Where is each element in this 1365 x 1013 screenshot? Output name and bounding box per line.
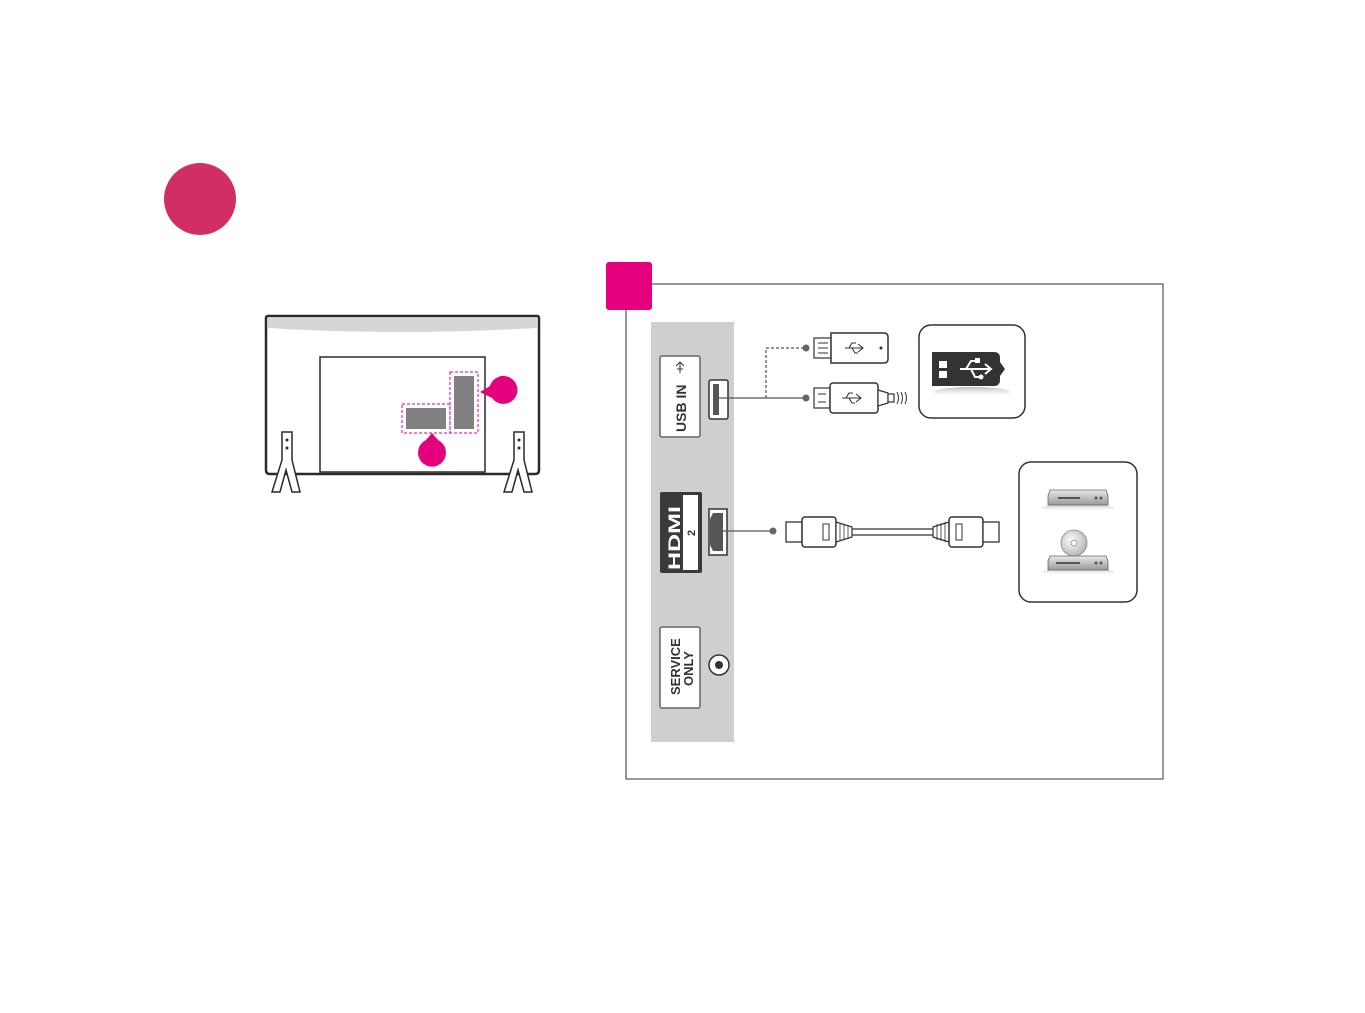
hdmi-number: 2 xyxy=(686,530,698,536)
usb-flash-drive-icon xyxy=(814,333,888,363)
panel-badge xyxy=(606,262,652,310)
step-badge xyxy=(164,163,236,235)
external-devices-box xyxy=(1019,462,1137,602)
media-player-icon xyxy=(1042,490,1114,512)
usb-device-box xyxy=(919,325,1025,418)
tv-rear-view xyxy=(266,316,539,492)
hdmi-cable-icon xyxy=(718,517,999,547)
usb-cable-plug-icon xyxy=(814,383,907,413)
hdmi-logo: HDMI xyxy=(665,506,684,570)
tv-port-area-vertical xyxy=(454,376,474,429)
tv-port-area-horizontal xyxy=(406,408,446,429)
service-label-line2: ONLY xyxy=(681,651,696,686)
usb-symbol-icon xyxy=(932,352,1005,386)
usb-port-label: USB IN xyxy=(673,385,689,432)
